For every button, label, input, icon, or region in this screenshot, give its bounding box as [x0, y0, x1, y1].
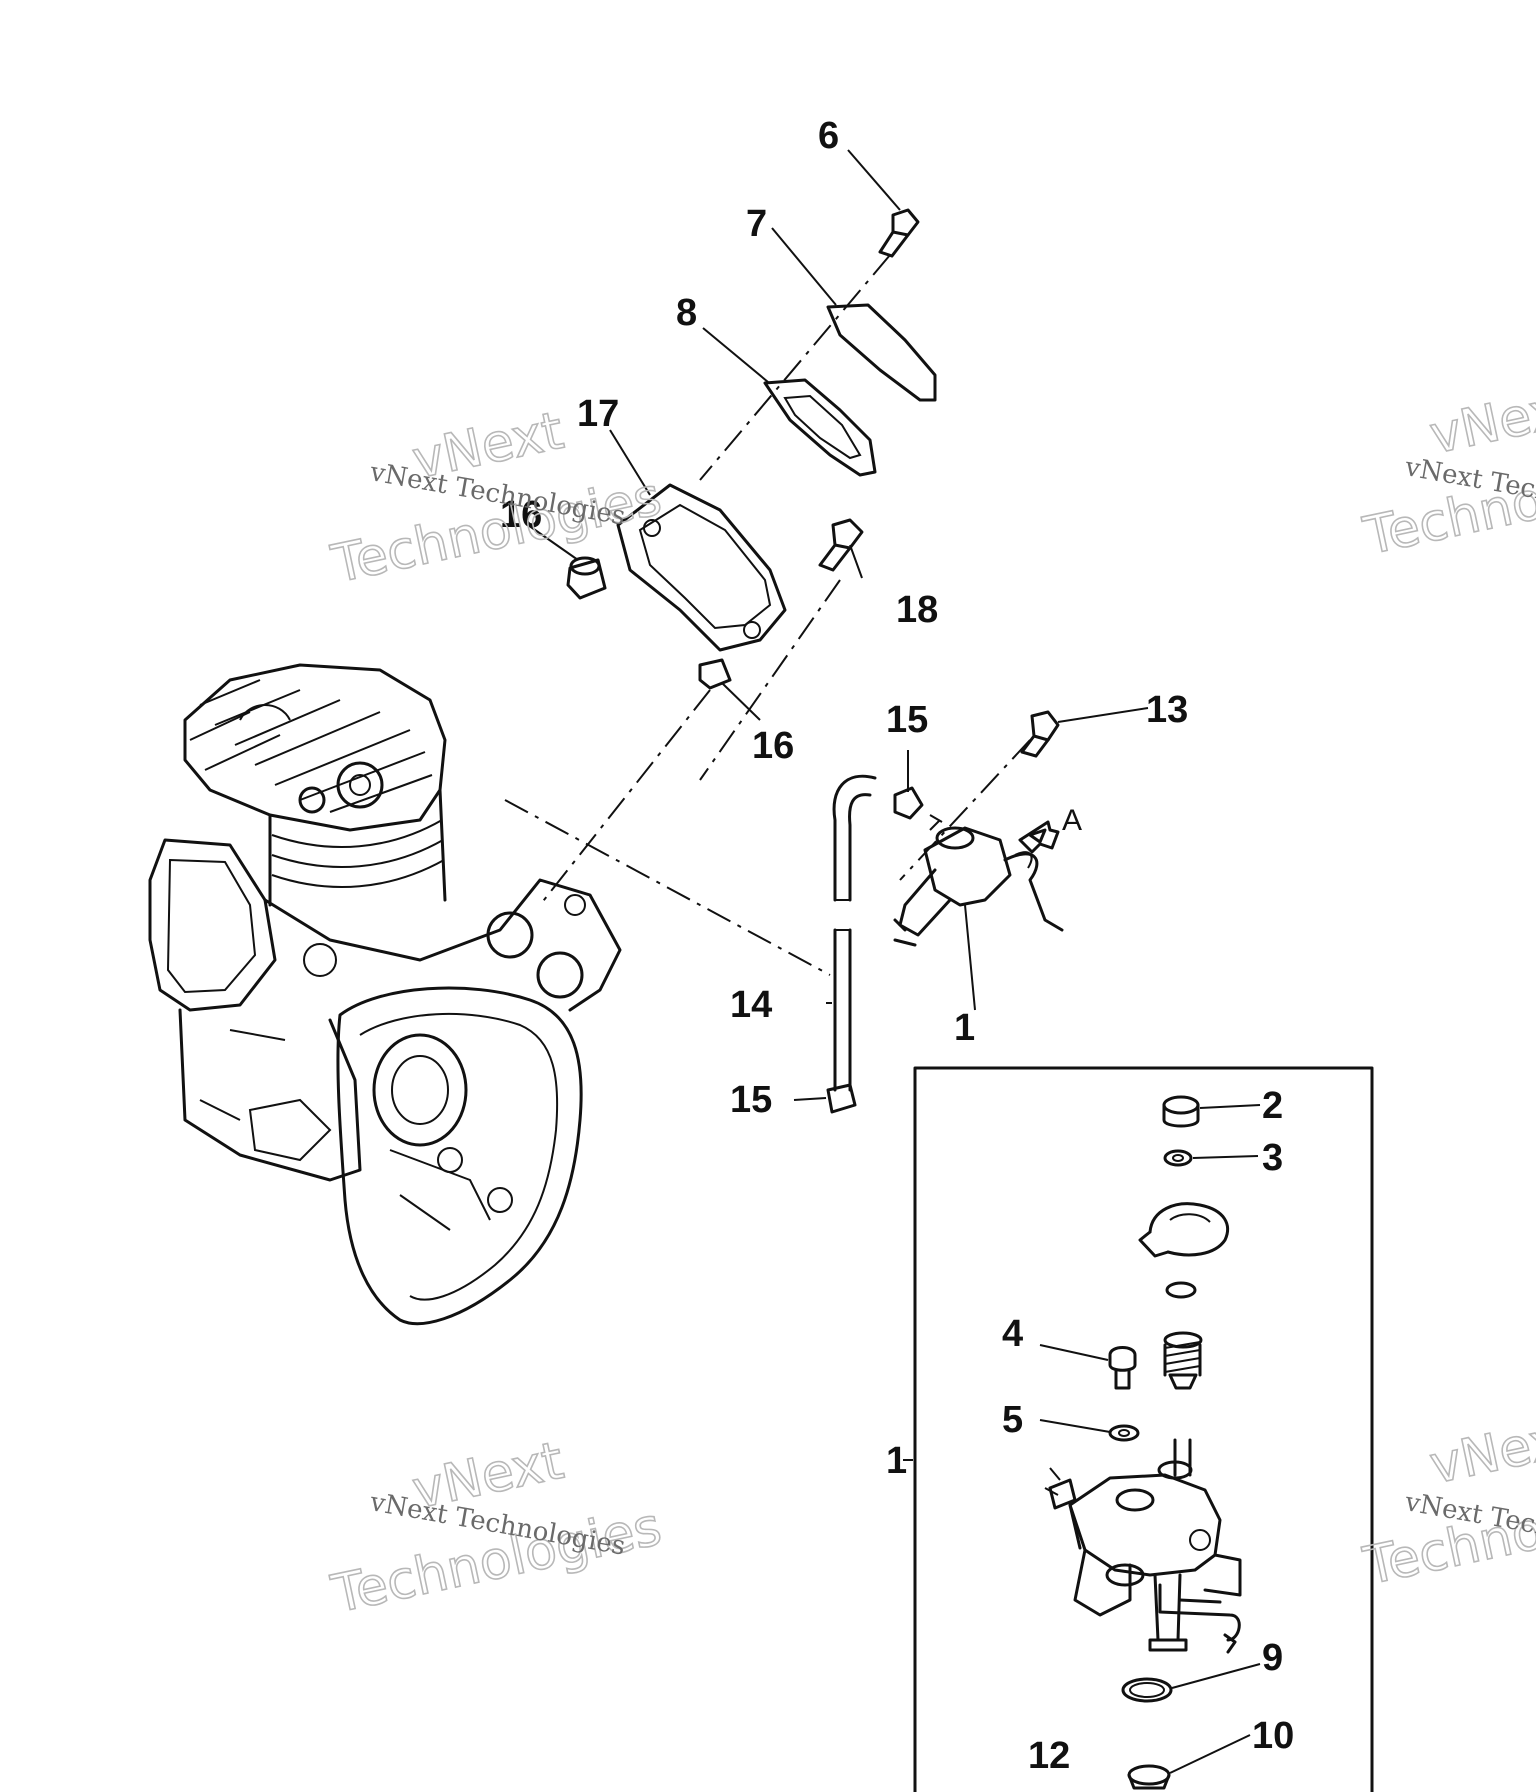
oil-pump-detail-inset — [913, 1066, 1374, 1792]
seal-part-10 — [1127, 1764, 1171, 1790]
svg-text:vNext: vNext — [1425, 1406, 1536, 1496]
callout-6: 6 — [818, 115, 839, 157]
screw-part-4 — [1108, 1346, 1137, 1390]
oil-hose-part-14 — [832, 774, 877, 1092]
grommet-part-16-lower — [698, 658, 732, 690]
callout-5: 5 — [1002, 1399, 1023, 1441]
assembly-centerlines — [504, 254, 1031, 976]
callout-14: 14 — [730, 984, 772, 1026]
callout-15b: 15 — [730, 1079, 772, 1121]
washer-part-5 — [1108, 1424, 1140, 1442]
leader-lines — [527, 149, 1261, 1774]
washer-part-3 — [1163, 1149, 1193, 1167]
view-arrow-a — [1018, 820, 1060, 854]
callout-7: 7 — [746, 203, 767, 245]
callout-13: 13 — [1146, 689, 1188, 731]
callout-3: 3 — [1262, 1137, 1283, 1179]
callout-2: 2 — [1262, 1085, 1283, 1127]
callout-16b: 16 — [752, 725, 794, 767]
valve-cover-part-17 — [616, 483, 787, 652]
rubber-plug-part-16-upper — [566, 556, 607, 600]
cover-plate-part-7 — [826, 303, 937, 402]
bolt-part-6 — [878, 208, 920, 258]
o-ring-part-9 — [1121, 1677, 1173, 1703]
callout-12: 12 — [1028, 1735, 1070, 1777]
washer-small — [1165, 1281, 1197, 1299]
gasket-part-8 — [763, 378, 877, 477]
callout-17: 17 — [577, 393, 619, 435]
callout-1a: 1 — [954, 1007, 975, 1049]
callout-4: 4 — [1002, 1313, 1023, 1355]
callout-10: 10 — [1252, 1715, 1294, 1757]
nut-part-2 — [1162, 1095, 1200, 1128]
callout-labels: 6 7 8 17 16 18 16 15 13 A 14 1 15 2 3 4 … — [500, 115, 1294, 1777]
oil-pump-part-1 — [893, 826, 1064, 947]
callout-8: 8 — [676, 292, 697, 334]
callout-16a: 16 — [500, 494, 542, 536]
callout-1b: 1 — [886, 1440, 907, 1482]
hose-clamp-part-15-lower — [826, 1083, 857, 1114]
bolt-part-18 — [818, 518, 864, 572]
hose-clamp-part-15-upper — [893, 786, 943, 823]
banjo-bolt-part-13 — [1020, 710, 1060, 758]
callout-15a: 15 — [886, 699, 928, 741]
spring-part — [1163, 1331, 1203, 1390]
watermark-bottom-right: vNext Technologies — [1358, 1405, 1536, 1598]
oil-pump-body — [1044, 1438, 1242, 1654]
callout-18: 18 — [896, 589, 938, 631]
pump-lever-plate — [1138, 1202, 1230, 1258]
callout-9: 9 — [1262, 1637, 1283, 1679]
callout-a: A — [1062, 804, 1082, 837]
svg-text:vNext: vNext — [1425, 376, 1536, 466]
engine-block — [148, 663, 622, 1326]
